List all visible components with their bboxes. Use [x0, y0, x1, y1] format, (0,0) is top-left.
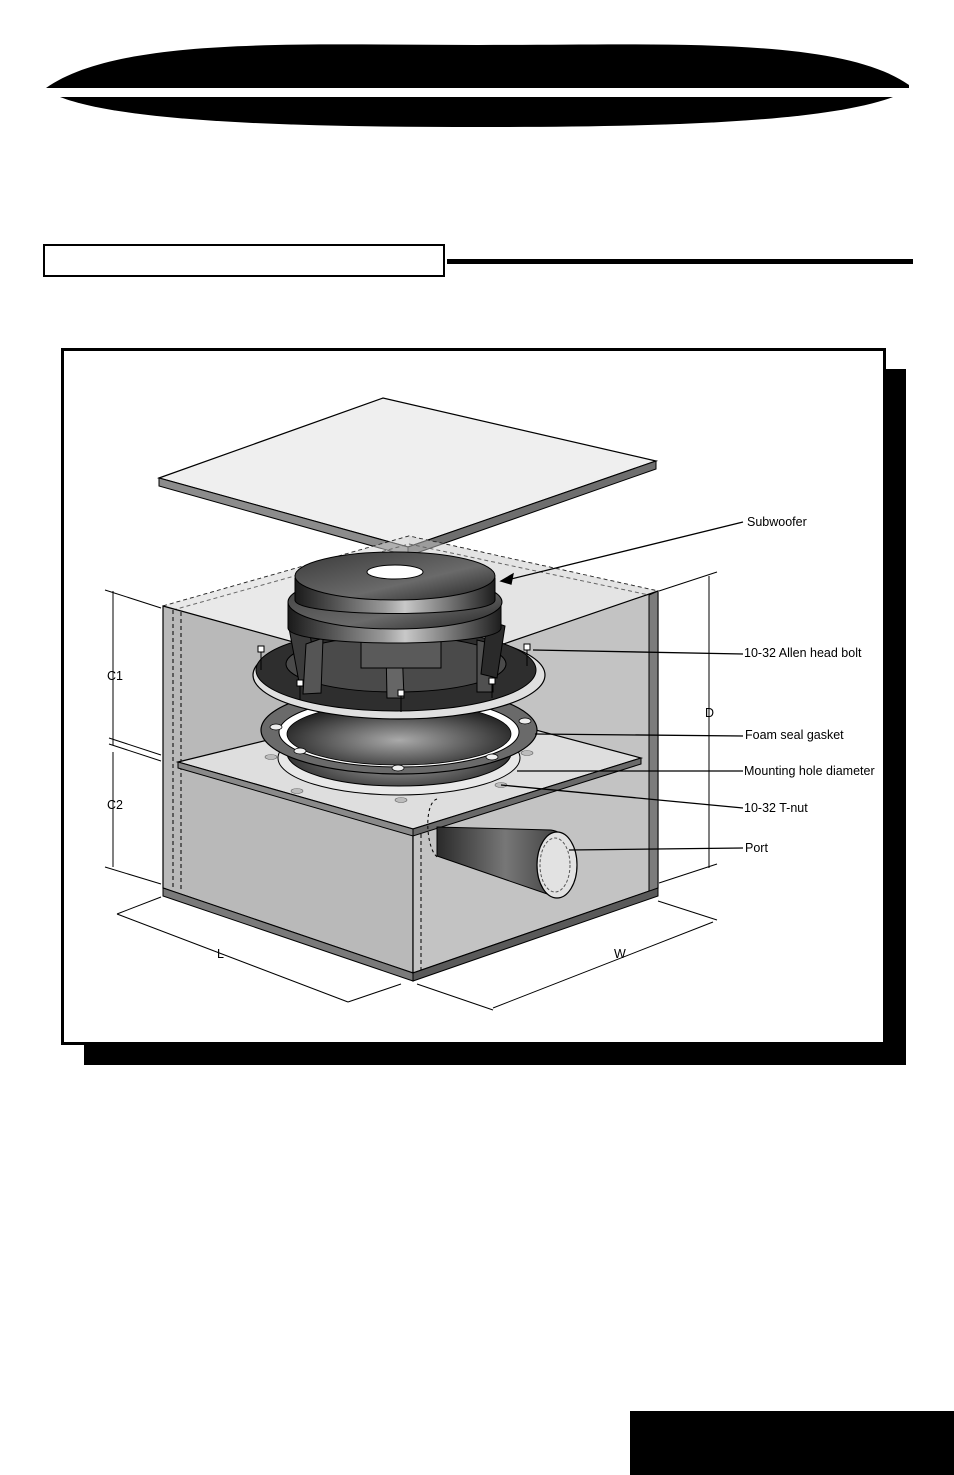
dim-d-label: D: [705, 706, 714, 720]
port-tube: [427, 798, 578, 899]
dimension-labels: C1 C2 D L W: [107, 669, 714, 961]
dim-c1-label: C1: [107, 669, 123, 683]
callout-bolt: 10-32 Allen head bolt: [744, 646, 862, 660]
header-band-bottom: [60, 97, 893, 127]
header-band-top: [46, 44, 909, 88]
section-rule: [447, 259, 913, 264]
callout-gasket: Foam seal gasket: [745, 728, 844, 742]
subwoofer-driver: [252, 551, 546, 720]
dim-l-label: L: [217, 947, 224, 961]
callout-port: Port: [745, 841, 768, 855]
footer-page-tab: [630, 1411, 954, 1475]
dim-w-label: W: [614, 947, 626, 961]
enclosure-diagram: Subwoofer 10-32 Allen head bolt Foam sea…: [104, 397, 875, 1011]
callout-labels: Subwoofer 10-32 Allen head bolt Foam sea…: [744, 515, 875, 855]
top-lid-panel: [157, 397, 659, 557]
section-title-box: [43, 244, 445, 277]
header-banner: [46, 44, 909, 127]
dim-c2-label: C2: [107, 798, 123, 812]
callout-subwoofer: Subwoofer: [747, 515, 807, 529]
dimension-lines: [104, 571, 718, 1011]
allen-bolt-icons: [257, 643, 531, 712]
callout-mounting-hole: Mounting hole diameter: [744, 764, 875, 778]
callout-leaders: [499, 521, 744, 851]
callout-tnut: 10-32 T-nut: [744, 801, 808, 815]
